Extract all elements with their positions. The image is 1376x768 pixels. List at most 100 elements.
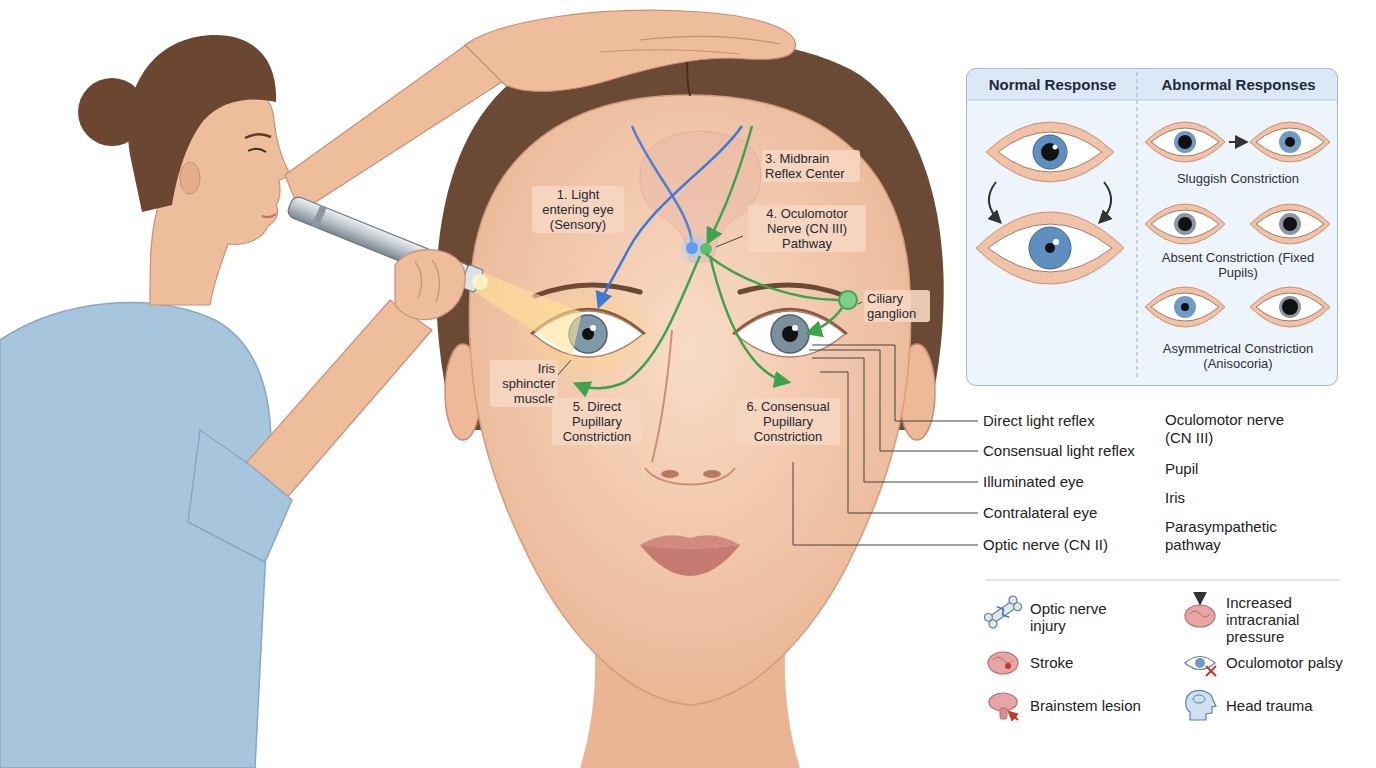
response-panel-art bbox=[976, 212, 1124, 284]
response-panel-art bbox=[1283, 217, 1297, 231]
nurse-figure bbox=[312, 205, 327, 228]
condition-icon bbox=[1190, 611, 1210, 617]
response-panel-art bbox=[1229, 141, 1246, 143]
nurse-figure bbox=[640, 37, 780, 44]
term-label: Pupil bbox=[1165, 460, 1315, 478]
response-panel-art bbox=[1256, 128, 1324, 156]
response-panel-art bbox=[1145, 287, 1225, 327]
condition-icon bbox=[1012, 601, 1023, 612]
response-panel-art bbox=[966, 68, 1338, 386]
leader-line bbox=[557, 360, 571, 376]
response-panel-art bbox=[1256, 293, 1324, 321]
response-panel-art bbox=[998, 132, 1102, 172]
nurse-figure bbox=[432, 260, 439, 302]
term-label: Oculomotor nerve (CN III) bbox=[1165, 411, 1315, 447]
response-panel-art bbox=[1053, 145, 1058, 150]
response-panel-art bbox=[1151, 128, 1219, 156]
nurse-figure bbox=[262, 214, 276, 217]
condition-icon bbox=[1185, 605, 1215, 627]
part-label: Ciliary ganglion bbox=[864, 290, 930, 322]
patient-face bbox=[782, 326, 798, 342]
nurse-figure bbox=[248, 149, 266, 152]
condition-label: Stroke bbox=[1030, 654, 1170, 671]
condition-icon bbox=[1000, 708, 1007, 719]
term-label: Contralateral eye bbox=[983, 504, 1161, 522]
nurse-figure bbox=[128, 35, 276, 212]
condition-label: Increased intracranial pressure bbox=[1226, 594, 1336, 645]
patient-face bbox=[645, 468, 735, 485]
condition-label: Head trauma bbox=[1226, 697, 1366, 714]
nurse-figure bbox=[474, 272, 582, 356]
condition-icon bbox=[987, 618, 998, 629]
patient-face bbox=[771, 315, 809, 353]
patient-face bbox=[703, 470, 721, 478]
condition-icon bbox=[1195, 658, 1205, 668]
response-panel-art bbox=[1181, 303, 1189, 311]
response-panel-art bbox=[1045, 243, 1055, 253]
response-panel-art bbox=[1174, 131, 1196, 153]
response-panel-art bbox=[989, 182, 1000, 222]
nurse-figure bbox=[0, 10, 795, 768]
condition-icon bbox=[983, 595, 1023, 630]
patient-face bbox=[640, 535, 740, 548]
callout-label: 5. Direct Pupillary Constriction bbox=[552, 398, 642, 445]
eye-caption: Absent Constriction (Fixed Pupils) bbox=[1158, 250, 1318, 280]
response-panel-art bbox=[1145, 204, 1225, 244]
response-panel-art bbox=[1100, 182, 1111, 222]
response-panel-art bbox=[1041, 143, 1059, 161]
condition-icon bbox=[1005, 663, 1011, 669]
condition-label: Optic nerve injury bbox=[1030, 600, 1130, 634]
term-label: Illuminated eye bbox=[983, 473, 1161, 491]
nurse-figure bbox=[188, 430, 292, 562]
response-panel-art bbox=[1151, 210, 1219, 238]
patient-face bbox=[436, 38, 943, 768]
term-label: Parasympathetic pathway bbox=[1165, 518, 1315, 554]
callout-label: 1. Light entering eye (Sensory) bbox=[532, 186, 624, 233]
term-label: Optic nerve (CN II) bbox=[983, 536, 1161, 554]
leader-line bbox=[716, 236, 743, 247]
nurse-figure bbox=[465, 10, 795, 91]
patient-face bbox=[640, 545, 740, 576]
response-panel-art bbox=[988, 224, 1112, 272]
term-label: Iris bbox=[1165, 489, 1315, 507]
leader-line bbox=[858, 302, 862, 304]
reflex-pathway bbox=[686, 242, 698, 254]
condition-label: Oculomotor palsy bbox=[1226, 654, 1366, 671]
condition-icon bbox=[1185, 657, 1215, 670]
callout-label: 4. Oculomotor Nerve (CN III) Pathway bbox=[748, 205, 866, 252]
response-panel-art bbox=[1250, 287, 1330, 327]
term-label: Consensual light reflex bbox=[983, 442, 1161, 460]
reflex-pathway bbox=[576, 256, 700, 388]
nurse-figure bbox=[180, 162, 200, 194]
term-label: Direct light reflex bbox=[983, 412, 1161, 430]
condition-icon bbox=[985, 579, 1340, 581]
response-panel-art bbox=[1178, 135, 1192, 149]
response-panel-art bbox=[1136, 72, 1137, 380]
response-panel-art bbox=[1279, 131, 1301, 153]
patient-face bbox=[733, 309, 847, 334]
patient-face bbox=[792, 325, 798, 331]
patient-face bbox=[590, 325, 596, 331]
leader-line bbox=[557, 236, 978, 545]
reflex-pathway bbox=[708, 126, 752, 242]
leader-line bbox=[820, 372, 978, 513]
condition-icon bbox=[1206, 666, 1216, 676]
callout-label: 6. Consensual Pupillary Constriction bbox=[736, 398, 840, 445]
condition-label: Brainstem lesion bbox=[1030, 697, 1180, 714]
part-label: Iris sphincter muscle bbox=[490, 360, 558, 407]
nurse-figure bbox=[240, 300, 432, 500]
response-panel-art bbox=[966, 100, 1338, 101]
eye-caption: Sluggish Constriction bbox=[1158, 171, 1318, 186]
nurse-figure bbox=[415, 262, 422, 298]
reflex-pathway bbox=[706, 254, 838, 300]
eye-caption: Asymmetrical Constriction (Anisocoria) bbox=[1158, 341, 1318, 371]
response-panel-art bbox=[1145, 122, 1225, 162]
response-panel-art bbox=[1285, 137, 1295, 147]
response-panel-art bbox=[1178, 217, 1192, 231]
patient-face bbox=[469, 95, 910, 705]
nurse-figure bbox=[285, 42, 505, 212]
response-panel-art bbox=[1282, 299, 1298, 315]
response-panel-art bbox=[1279, 296, 1301, 318]
